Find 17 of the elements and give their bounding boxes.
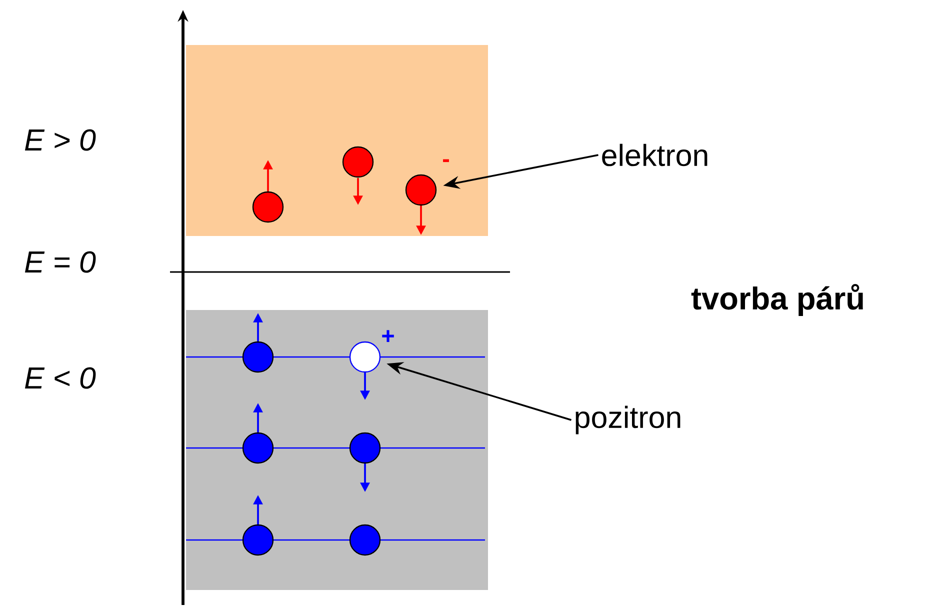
- electron-circle: [242, 341, 274, 373]
- electron-circle: [252, 191, 284, 223]
- charge-sign: +: [382, 330, 394, 342]
- electron-circle: [242, 524, 274, 556]
- particle-label: elektron: [602, 144, 708, 166]
- title-label: tvorba párů: [691, 284, 863, 316]
- charge-sign: -: [443, 159, 449, 162]
- hole-circle: [349, 341, 381, 373]
- electron-circle: [242, 432, 274, 464]
- electron-circle: [349, 524, 381, 556]
- electron-circle: [349, 432, 381, 464]
- electron-circle: [342, 146, 374, 178]
- energy-label: E < 0: [24, 367, 96, 389]
- energy-label: E > 0: [24, 129, 96, 151]
- particle-label: pozitron: [576, 406, 680, 434]
- energy-label: E = 0: [24, 251, 96, 273]
- electron-circle: [405, 174, 437, 206]
